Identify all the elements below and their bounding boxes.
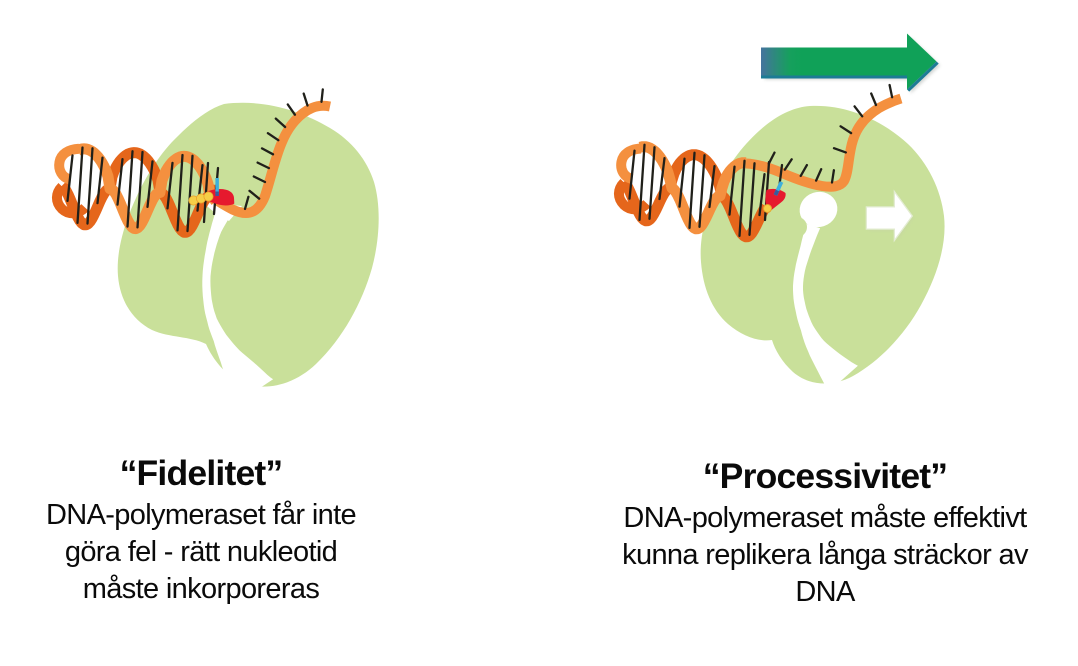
translocation-arrow — [865, 189, 914, 243]
template-strand — [213, 100, 331, 219]
caption-processivity-title: “Processivitet” — [702, 456, 948, 496]
polymerase-blob — [700, 105, 945, 384]
caption-processivity-line2: kunna replikera långa sträckor av — [622, 539, 1028, 571]
caption-fidelity-line2: göra fel - rätt nukleotid — [64, 536, 338, 568]
dna-end-curl-top — [616, 143, 642, 184]
polymerase-cleft — [202, 205, 274, 405]
dna-end-curl-top — [54, 143, 80, 185]
translocation-arrow-shape — [865, 189, 914, 243]
incoming-nucleotide — [773, 181, 784, 196]
cleft-channel — [793, 223, 858, 393]
caption-fidelity: “Fidelitet” DNA-polymeraset får inte gör… — [31, 452, 371, 608]
nucleotides — [188, 191, 214, 206]
polymerase-blob — [117, 102, 379, 387]
template-base-ticks — [767, 83, 894, 184]
illustration-fidelity — [51, 88, 379, 405]
caption-fidelity-line3: måste inkorporeras — [82, 573, 320, 605]
nucleotide — [763, 204, 772, 213]
cleft-indent — [787, 217, 807, 237]
caption-processivity-line1: DNA-polymeraset måste effektivt — [623, 502, 1027, 534]
polymerase-cleft — [787, 191, 858, 393]
incoming-nucleotide — [215, 178, 219, 196]
caption-processivity-line3: DNA — [795, 576, 855, 608]
motion-arrow — [761, 33, 940, 94]
template-base-ticks — [243, 88, 324, 211]
caption-fidelity-line1: DNA-polymeraset får inte — [46, 499, 357, 531]
dna-strand-front — [636, 141, 750, 235]
motion-arrow-bevel — [761, 61, 939, 92]
caption-processivity: “Processivitet” DNA-polymeraset måste ef… — [615, 455, 1035, 611]
caption-fidelity-title: “Fidelitet” — [119, 453, 284, 493]
illustration-processivity — [613, 33, 945, 393]
motion-arrow-body — [761, 33, 937, 90]
cleft-head — [799, 191, 838, 228]
